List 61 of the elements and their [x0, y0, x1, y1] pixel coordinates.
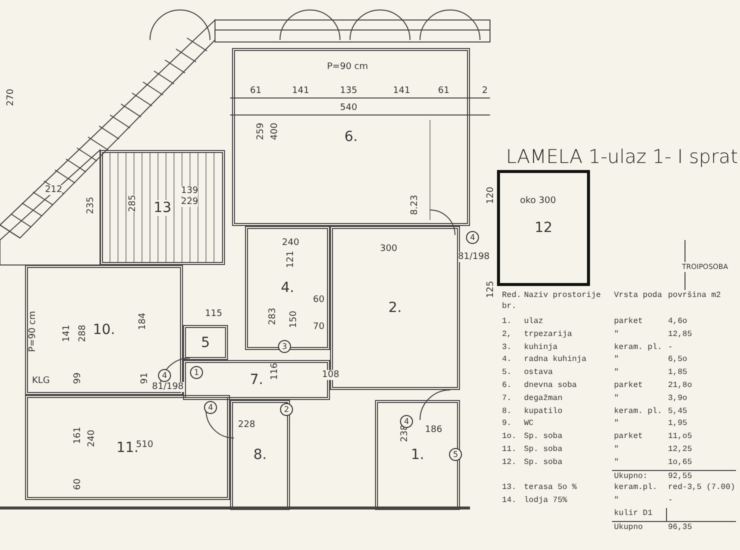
- door-number: 5: [449, 448, 462, 461]
- dimension-label: 510: [136, 440, 154, 450]
- area-value: 92,55: [666, 470, 736, 482]
- dimension-label: 141: [62, 324, 72, 342]
- dimension-label: 240: [282, 238, 300, 248]
- dimension-label: 116: [270, 362, 280, 380]
- area-value: 96,35: [666, 520, 736, 534]
- dimension-label: 184: [138, 312, 148, 330]
- room-area: [183, 325, 228, 360]
- dimension-label: 228: [238, 420, 256, 430]
- dimension-label: 270: [6, 88, 16, 106]
- dimension-label: 288: [78, 324, 88, 342]
- dimension-label: 81/198: [458, 252, 490, 262]
- room-area: [497, 170, 590, 286]
- door-number: 3: [278, 340, 291, 353]
- door-number: 2: [280, 403, 293, 416]
- dimension-label: 125: [486, 280, 496, 298]
- dimension-label: 540: [340, 103, 358, 113]
- dimension-label: 161: [73, 426, 83, 444]
- dimension-label: 135: [340, 86, 358, 96]
- dimension-label: 212: [45, 185, 62, 195]
- dimension-label: 61: [438, 86, 450, 96]
- area-value: red-3,5 (7.00): [666, 482, 736, 496]
- dimension-label: 60: [313, 295, 324, 305]
- dimension-label: 139: [181, 186, 198, 196]
- dimension-label: 115: [205, 309, 222, 319]
- door-number: 4: [466, 231, 479, 244]
- dimension-label: P=90 cm: [327, 62, 368, 72]
- floor-type: Ukupno: [612, 520, 666, 534]
- dimension-label: 120: [486, 186, 496, 204]
- dimension-label: 2: [482, 86, 488, 96]
- dimension-label: 259: [256, 122, 266, 140]
- dimension-label: KLG: [32, 376, 50, 386]
- dimension-label: 8.23: [410, 194, 420, 215]
- dimension-label: 99: [73, 372, 83, 384]
- door-number: 4: [204, 401, 217, 414]
- door-number: 4: [158, 369, 171, 382]
- dimension-label: 285: [128, 194, 138, 212]
- dimension-label: 70: [313, 322, 324, 332]
- dimension-label: 150: [289, 310, 299, 328]
- dimension-label: oko 300: [520, 196, 556, 206]
- dimension-label: 235: [86, 196, 96, 214]
- dimension-label: 60: [73, 478, 83, 490]
- dimension-label: 240: [87, 430, 97, 447]
- room-number: 5: [199, 334, 212, 350]
- dimension-label: 91: [140, 372, 150, 384]
- dimension-label: 300: [380, 244, 398, 254]
- dimension-label: 61: [250, 86, 262, 96]
- dimension-label: 141: [393, 86, 410, 96]
- dimension-label: 186: [425, 425, 442, 435]
- dimension-label: 400: [270, 122, 280, 140]
- dimension-label: 283: [268, 308, 278, 325]
- door-number: 1: [190, 366, 203, 379]
- floor-type: Ukupno:: [612, 470, 666, 482]
- dimension-label: P=90 cm: [28, 311, 38, 352]
- dimension-label: 141: [292, 86, 310, 96]
- dimension-label: 229: [181, 197, 198, 207]
- dimension-label: 121: [286, 250, 296, 268]
- dimension-label: 108: [322, 370, 340, 380]
- dimension-label: 81/198: [152, 382, 184, 392]
- plan-title: LAMELA 1-ulaz 1- I sprat: [506, 146, 738, 168]
